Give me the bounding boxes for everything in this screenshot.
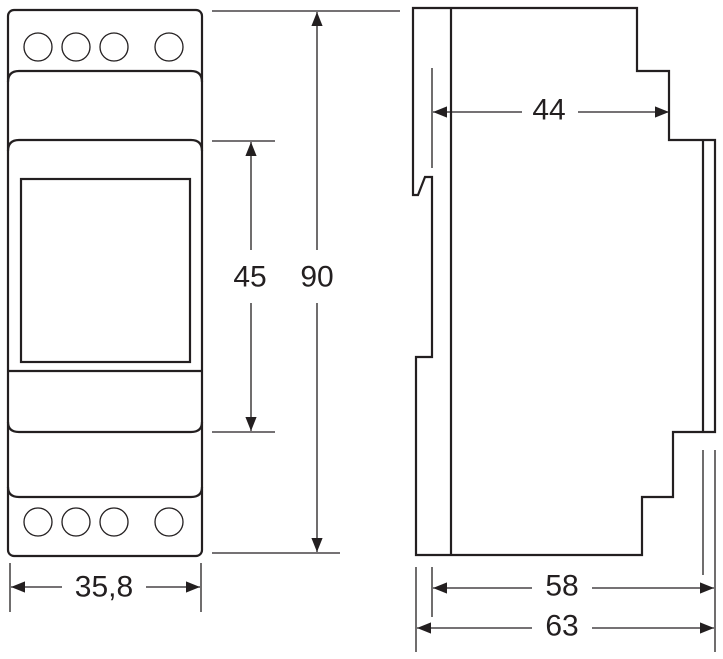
display-window [19, 177, 192, 364]
terminal-screw-icon [154, 507, 184, 537]
terminal-screw-icon [23, 507, 53, 537]
terminal-screw-icon [99, 507, 129, 537]
dimension-depth-63: 63 [415, 450, 716, 652]
dimension-label-module-height: 45 [233, 261, 266, 294]
dimension-label-width: 35,8 [75, 571, 133, 604]
side-view: 44 58 63 [411, 6, 717, 652]
terminal-screw-icon [61, 32, 91, 62]
lower-step-line [6, 486, 204, 499]
side-housing-outline [411, 6, 717, 557]
dimension-height-90: 90 [212, 10, 400, 554]
terminal-screw-icon [61, 507, 91, 537]
dimension-label-height: 90 [300, 261, 333, 294]
terminal-screw-icon [154, 32, 184, 62]
front-module-bottom-line [6, 421, 204, 434]
dimension-width-35-8: 35,8 [9, 563, 202, 612]
terminal-screw-icon [99, 32, 129, 62]
top-terminals [23, 32, 184, 62]
terminal-screw-icon [23, 32, 53, 62]
upper-step-line [6, 69, 204, 83]
dimension-depth-44: 44 [431, 68, 669, 168]
dimension-module-45: 45 [212, 140, 275, 433]
front-module-top-line [6, 138, 204, 152]
bottom-terminals [23, 507, 184, 537]
front-view: 90 45 35,8 [6, 8, 400, 612]
dimension-label-body-depth: 58 [545, 570, 578, 603]
front-housing-outline [6, 8, 204, 558]
dimension-depth-58: 58 [431, 450, 714, 617]
dimension-label-total-depth: 63 [545, 610, 578, 643]
dimension-label-depth: 44 [532, 94, 565, 127]
